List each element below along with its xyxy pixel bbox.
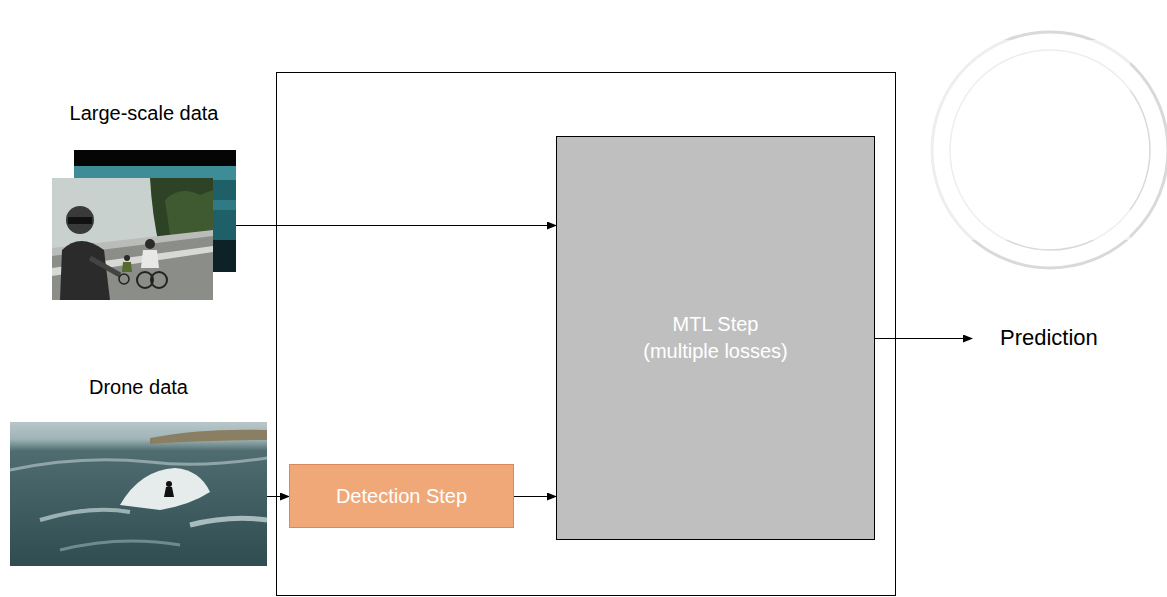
image-source: Drone data bbox=[10, 422, 267, 566]
flow-arrow bbox=[514, 496, 556, 497]
output-label: Prediction bbox=[972, 324, 1122, 352]
outer-frame bbox=[277, 73, 896, 596]
image-heading: Drone data bbox=[89, 376, 188, 399]
box-label: Detection Step bbox=[336, 483, 467, 510]
flow-arrow bbox=[236, 225, 556, 226]
image-heading: Large-scale data bbox=[70, 102, 219, 125]
ocean-photo bbox=[10, 422, 267, 566]
process-box: Detection Step bbox=[289, 464, 514, 528]
flow-arrow bbox=[267, 496, 289, 497]
image-source: Large-scale data bbox=[52, 150, 236, 300]
watermark-veil bbox=[930, 40, 1130, 240]
process-box: MTL Step (multiple losses) bbox=[556, 136, 875, 540]
flow-arrow bbox=[875, 338, 972, 339]
box-label: MTL Step (multiple losses) bbox=[638, 311, 793, 365]
cyclist-photo bbox=[52, 178, 213, 300]
output-text: Prediction bbox=[1000, 323, 1098, 353]
